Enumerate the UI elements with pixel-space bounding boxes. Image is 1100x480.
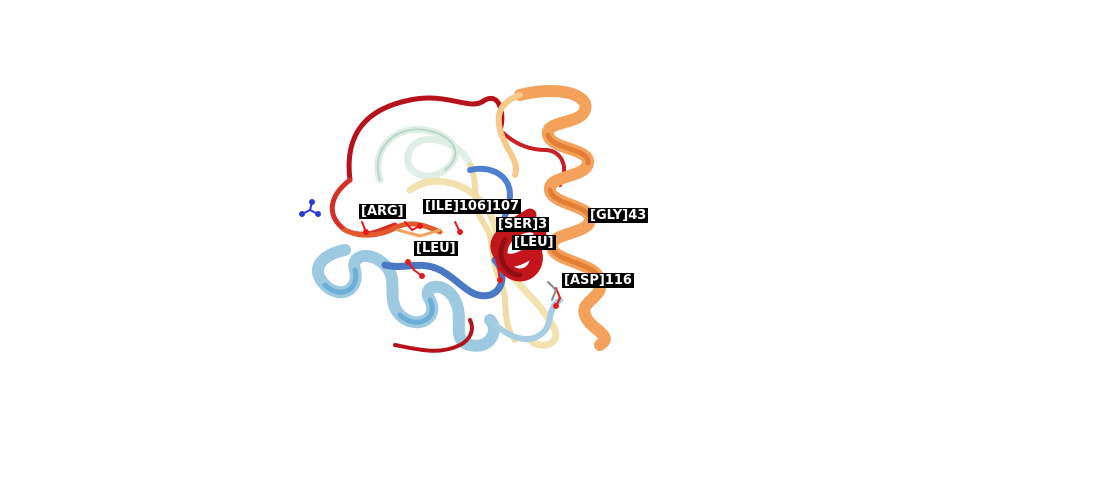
residue-label-arg: [ARG] (359, 204, 406, 219)
ribbon-coil-pale-edge (376, 128, 457, 181)
protein-ribbon-structure (312, 84, 611, 353)
ribbon-coil-lightblue-lower (487, 297, 563, 342)
residue-label-gly: [GLY]43 (588, 208, 649, 223)
ribbon-loop-orangered (342, 221, 443, 238)
stick-arg (299, 199, 321, 217)
ribbon-coil-lightorange (495, 92, 523, 178)
residue-label-ser: [SER]3 (496, 217, 550, 232)
residue-label-asp: [ASP]116 (562, 273, 634, 288)
stick-grey (547, 281, 557, 301)
ribbon-loop-red-right (498, 128, 566, 187)
residue-label-leu-2: [LEU] (512, 235, 556, 250)
residue-sticks (299, 199, 561, 309)
stick-red-1 (361, 221, 561, 309)
ribbon-loop-red-top (346, 95, 505, 183)
residue-label-ile: [ILE]106]107 (423, 199, 522, 214)
stick-orange (396, 228, 442, 238)
ribbon-loop-darkred-bottom (393, 318, 474, 353)
ribbon-helix-red-front-shade (498, 237, 523, 278)
residue-label-leu-1: [LEU] (414, 241, 458, 256)
ribbon-helix-blue-shade (322, 267, 435, 325)
